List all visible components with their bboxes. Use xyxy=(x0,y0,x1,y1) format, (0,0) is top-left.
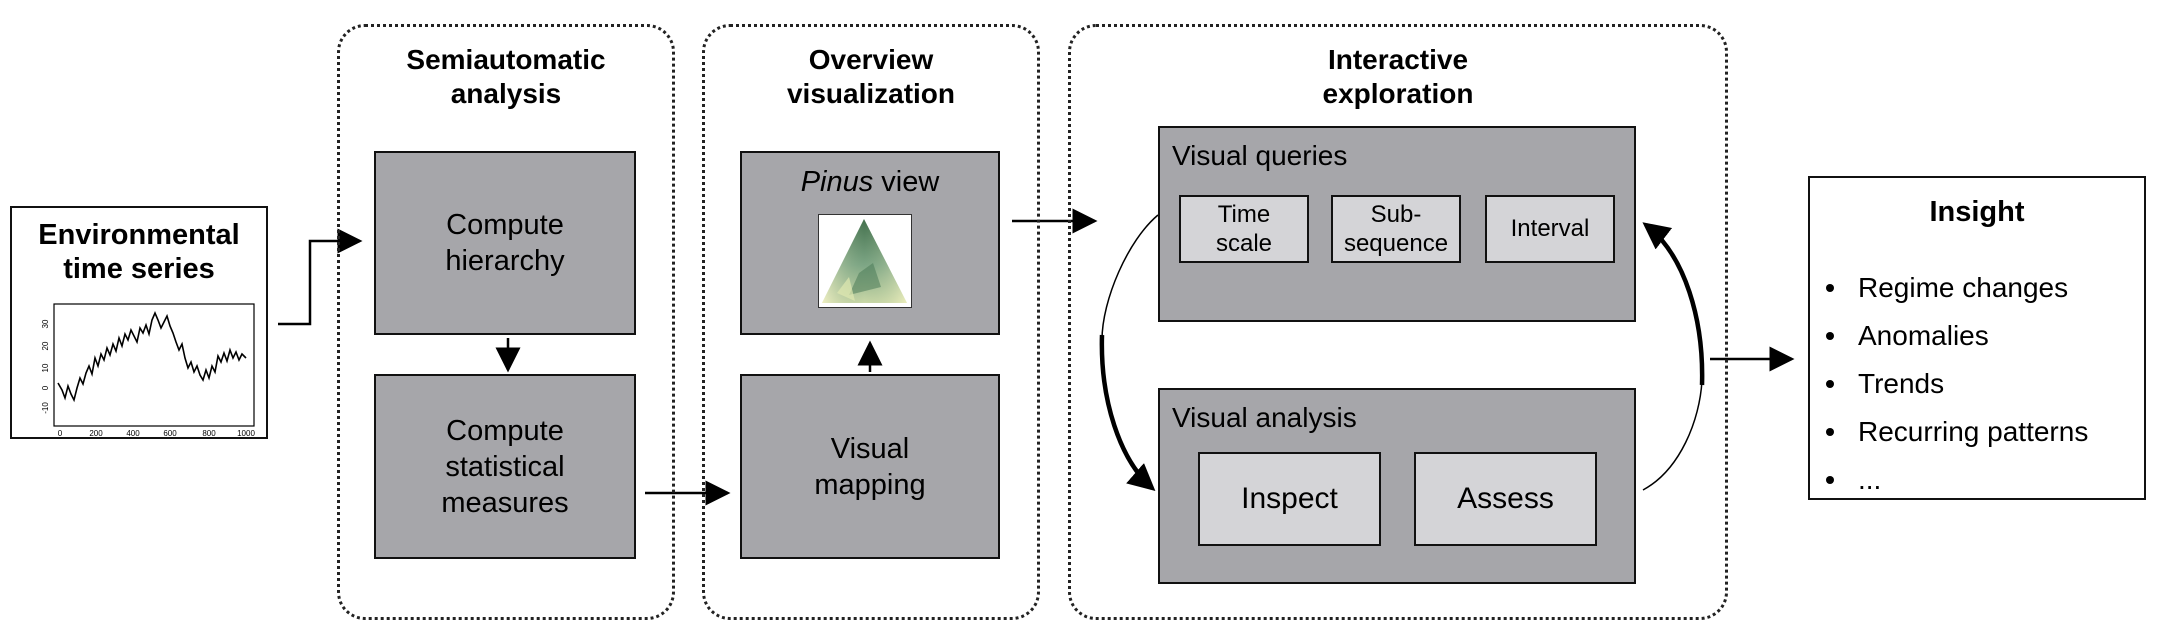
bullet-icon xyxy=(1826,284,1834,292)
assess-box: Assess xyxy=(1414,452,1597,546)
insight-item: Trends xyxy=(1826,360,2088,408)
inspect-label: Inspect xyxy=(1241,482,1338,515)
inspect-box: Inspect xyxy=(1198,452,1381,546)
insight-item-label: Anomalies xyxy=(1858,320,1989,351)
x-tick: 800 xyxy=(202,429,216,438)
visual-mapping-box: Visual mapping xyxy=(740,374,1000,559)
query-interval-box: Interval xyxy=(1485,195,1615,263)
stage-overview-visualization: Overview visualization xyxy=(702,24,1040,620)
insight-title: Insight xyxy=(1929,196,2025,228)
compute-statistical-box: Compute statistical measures xyxy=(374,374,636,559)
x-tick: 400 xyxy=(126,429,140,438)
y-tick: 0 xyxy=(41,385,50,390)
loop-arrow-left-thin xyxy=(1101,214,1159,341)
visual-mapping-label: Visual mapping xyxy=(814,432,926,501)
time-series-line xyxy=(57,310,247,403)
insight-box: Insight Regime changes Anomalies Trends … xyxy=(1808,176,2146,500)
pinus-triangle-icon xyxy=(822,219,907,303)
stage-title-semiautomatic: Semiautomatic analysis xyxy=(406,44,606,109)
insight-item: Recurring patterns xyxy=(1826,408,2088,456)
compute-statistical-label: Compute statistical measures xyxy=(441,414,569,519)
pinus-view-suffix: view xyxy=(873,166,940,198)
chart-plot-frame xyxy=(53,303,255,427)
insight-item: Anomalies xyxy=(1826,312,2088,360)
bullet-icon xyxy=(1826,380,1834,388)
x-tick: 600 xyxy=(163,429,177,438)
insight-list: Regime changes Anomalies Trends Recurrin… xyxy=(1826,264,2088,504)
pinus-thumbnail xyxy=(818,214,912,308)
query-time-scale-box: Time scale xyxy=(1179,195,1309,263)
stage-title-overview: Overview visualization xyxy=(786,44,956,109)
y-tick: 20 xyxy=(41,341,50,350)
input-time-series-box: Environmental time series -10 0 10 20 30… xyxy=(10,206,268,439)
bullet-icon xyxy=(1826,428,1834,436)
x-tick: 200 xyxy=(89,429,103,438)
y-tick: -10 xyxy=(41,402,50,414)
loop-arrow-right xyxy=(1642,222,1705,386)
input-title: Environmental time series xyxy=(38,219,240,285)
y-axis-ticks: -10 0 10 20 30 xyxy=(41,319,50,414)
y-tick: 10 xyxy=(41,363,50,372)
query-subsequence-label: Sub- sequence xyxy=(1343,201,1449,257)
loop-arrow-right-thin xyxy=(1642,379,1703,491)
x-axis-ticks: 0 200 400 600 800 1000 xyxy=(58,429,256,438)
pinus-italic-label: Pinus xyxy=(800,166,874,198)
visual-analysis-label: Visual analysis xyxy=(1172,402,1357,433)
insight-item: Regime changes xyxy=(1826,264,2088,312)
loop-arrow-left xyxy=(1099,334,1156,491)
compute-hierarchy-label: Compute hierarchy xyxy=(445,209,565,277)
time-series-chart: -10 0 10 20 30 0 200 400 600 800 1000 xyxy=(41,303,256,438)
compute-hierarchy-box: Compute hierarchy xyxy=(374,151,636,335)
query-interval-label: Interval xyxy=(1510,215,1590,242)
bullet-icon xyxy=(1826,332,1834,340)
insight-item-label: Recurring patterns xyxy=(1858,416,2089,447)
stage-interactive-exploration: Interactive exploration xyxy=(1068,24,1728,620)
visual-queries-label: Visual queries xyxy=(1172,140,1348,171)
y-tick: 30 xyxy=(41,319,50,328)
arrow-input-to-hierarchy xyxy=(278,228,363,326)
insight-item-label: ... xyxy=(1858,464,1882,495)
x-tick: 1000 xyxy=(237,429,255,438)
assess-label: Assess xyxy=(1457,482,1554,515)
stage-title-interactive: Interactive exploration xyxy=(1322,44,1474,109)
stage-semiautomatic-analysis: Semiautomatic analysis xyxy=(337,24,675,620)
query-time-scale-label: Time scale xyxy=(1215,201,1273,257)
query-subsequence-box: Sub- sequence xyxy=(1331,195,1461,263)
pinus-view-title: Pinus view xyxy=(742,165,998,199)
x-tick: 0 xyxy=(58,429,63,438)
insight-item-label: Trends xyxy=(1858,368,1945,399)
pinus-view-box: Pinus view xyxy=(740,151,1000,335)
insight-item-label: Regime changes xyxy=(1858,272,2069,303)
insight-item: ... xyxy=(1826,456,2088,504)
bullet-icon xyxy=(1826,476,1834,484)
